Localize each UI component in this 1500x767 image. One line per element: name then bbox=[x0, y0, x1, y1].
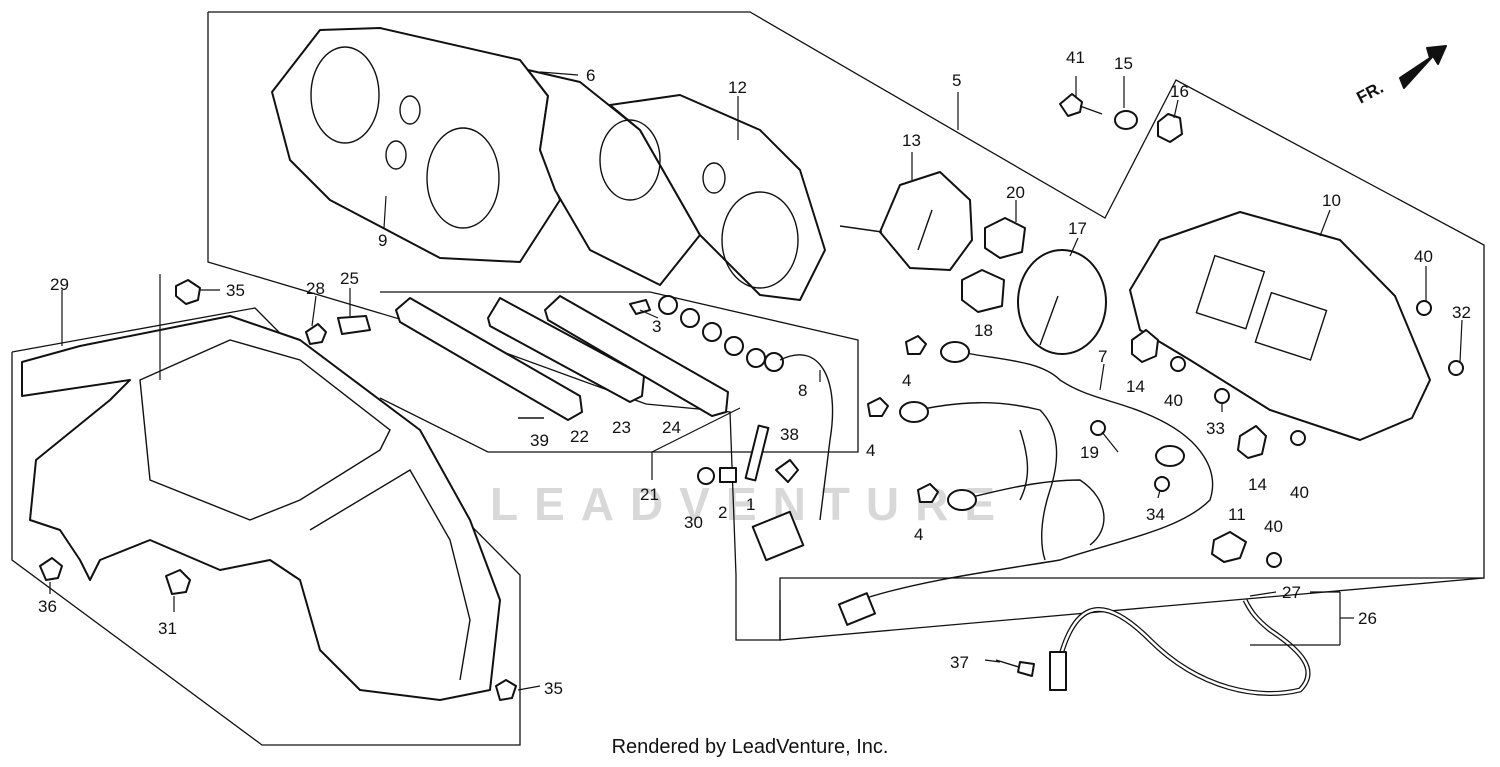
callout-37: 37 bbox=[950, 653, 969, 672]
speedometer-cable-part bbox=[1049, 598, 1311, 696]
callout-35-b: 35 bbox=[544, 679, 563, 698]
callout-40-d: 40 bbox=[1264, 517, 1283, 536]
callout-28: 28 bbox=[306, 279, 325, 298]
callout-18: 18 bbox=[974, 321, 993, 340]
callout-17: 17 bbox=[1068, 219, 1087, 238]
callout-38-a: 38 bbox=[780, 425, 799, 444]
callout-11: 11 bbox=[1228, 505, 1246, 524]
callout-21: 21 bbox=[640, 485, 659, 504]
leader-lines bbox=[49, 71, 1463, 691]
callout-23: 23 bbox=[612, 418, 631, 437]
callout-20: 20 bbox=[1006, 183, 1025, 202]
callout-27: 27 bbox=[1282, 583, 1301, 602]
collar-15-part bbox=[1114, 110, 1138, 130]
group-box-harness bbox=[779, 577, 1485, 641]
callout-33: 33 bbox=[1206, 419, 1225, 438]
callout-4-c: 4 bbox=[914, 525, 923, 544]
rendered-by-credit: Rendered by LeadVenture, Inc. bbox=[611, 736, 889, 758]
group-box-warning-lights bbox=[379, 291, 859, 453]
small-gauge-parts bbox=[961, 217, 1026, 313]
wiring-harness-part bbox=[837, 341, 1214, 626]
callout-12: 12 bbox=[728, 78, 747, 97]
callout-10: 10 bbox=[1322, 191, 1341, 210]
callout-1: 1 bbox=[746, 495, 755, 514]
front-direction-arrow: FR. bbox=[1353, 45, 1447, 108]
callout-16: 16 bbox=[1170, 82, 1189, 101]
callout-39: 39 bbox=[530, 431, 549, 450]
connector-part bbox=[751, 510, 805, 562]
callout-2: 2 bbox=[718, 503, 727, 522]
callout-24: 24 bbox=[662, 418, 681, 437]
callout-6: 6 bbox=[586, 66, 595, 85]
bracket-parts bbox=[1131, 329, 1267, 563]
callout-14-b: 14 bbox=[1248, 475, 1267, 494]
meter-case-part bbox=[527, 69, 826, 301]
callout-35-a: 35 bbox=[226, 281, 245, 300]
callout-22: 22 bbox=[570, 427, 589, 446]
callout-40-a: 40 bbox=[1414, 247, 1433, 266]
meter-housing-part bbox=[1129, 211, 1431, 441]
callout-36: 36 bbox=[38, 597, 57, 616]
bolt-41-part bbox=[1059, 93, 1103, 117]
callout-labels: 6 12 5 41 15 16 13 20 17 10 40 32 9 29 3… bbox=[38, 48, 1471, 698]
callout-7: 7 bbox=[1098, 347, 1107, 366]
callout-9: 9 bbox=[378, 231, 387, 250]
callout-15: 15 bbox=[1114, 54, 1133, 73]
callout-32: 32 bbox=[1452, 303, 1471, 322]
callout-25: 25 bbox=[340, 269, 359, 288]
callout-8: 8 bbox=[798, 381, 807, 400]
callout-40-c: 40 bbox=[1290, 483, 1309, 502]
callout-13: 13 bbox=[902, 131, 921, 150]
callout-3: 3 bbox=[652, 317, 661, 336]
callout-4-a: 4 bbox=[902, 371, 911, 390]
callout-34: 34 bbox=[1146, 505, 1165, 524]
small-parts-cluster bbox=[697, 424, 799, 485]
callout-26: 26 bbox=[1358, 609, 1377, 628]
direction-label: FR. bbox=[1353, 78, 1386, 108]
callout-40-b: 40 bbox=[1164, 391, 1183, 410]
callout-31: 31 bbox=[158, 619, 177, 638]
screw-37-part bbox=[995, 659, 1035, 677]
fastener-parts bbox=[39, 279, 1464, 701]
callout-4-b: 4 bbox=[866, 441, 875, 460]
nut-16-part bbox=[1157, 113, 1183, 143]
watermark-text: LEADVENTURE bbox=[490, 478, 1011, 530]
lower-cover-part bbox=[21, 315, 501, 701]
callout-14-a: 14 bbox=[1126, 377, 1145, 396]
speedometer-part bbox=[839, 171, 973, 271]
tachometer-part bbox=[1017, 249, 1107, 355]
callout-19: 19 bbox=[1080, 443, 1099, 462]
callout-30: 30 bbox=[684, 513, 703, 532]
meter-visor-part bbox=[271, 27, 561, 263]
group-box-lower-cover bbox=[11, 307, 521, 746]
callout-5: 5 bbox=[952, 71, 961, 90]
callout-29: 29 bbox=[50, 275, 69, 294]
callout-41: 41 bbox=[1066, 48, 1085, 67]
bulb-sockets-part bbox=[658, 295, 834, 521]
indicator-panel-part bbox=[395, 295, 729, 421]
